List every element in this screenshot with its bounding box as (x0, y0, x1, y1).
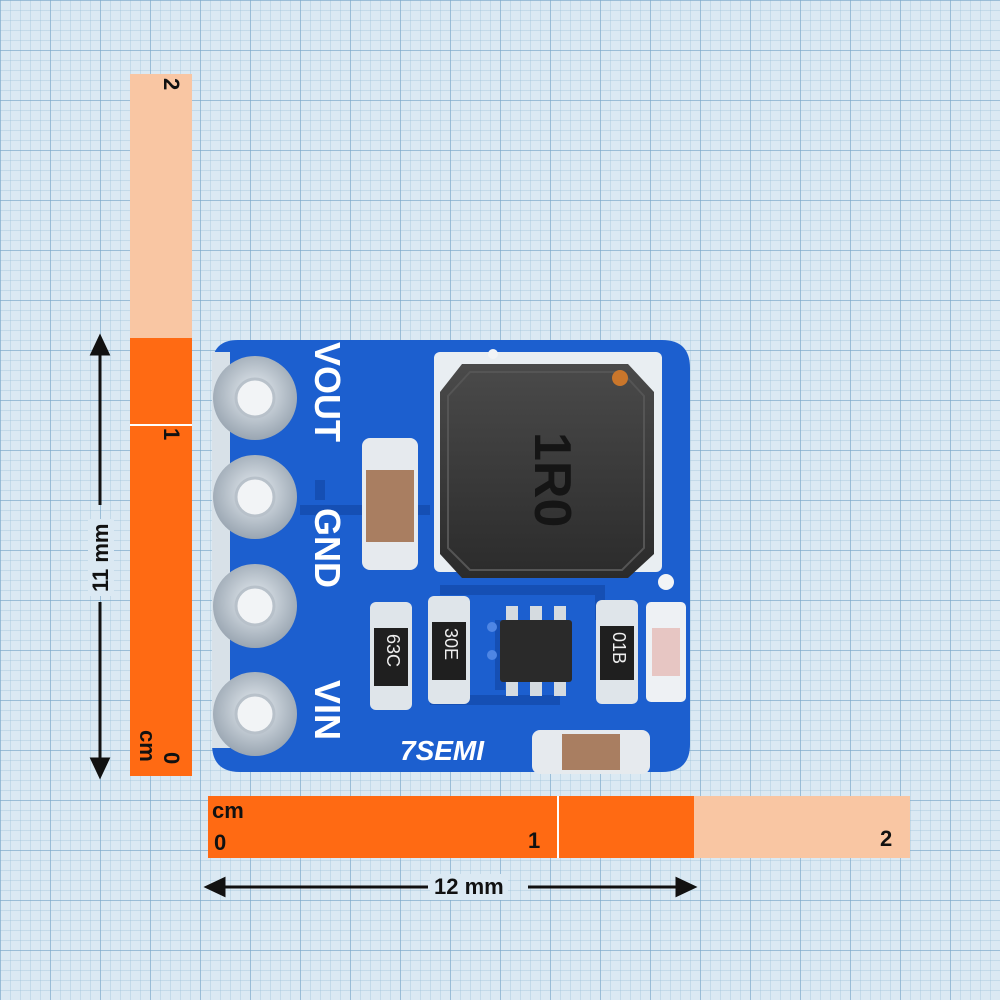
logo-text: SEMI (415, 735, 485, 766)
inductor (434, 352, 662, 578)
capacitor-c1 (362, 438, 418, 570)
resistor-r2 (428, 596, 470, 704)
width-dimension-label: 12 mm (430, 874, 508, 900)
vertical-ruler (130, 74, 192, 776)
horizontal-ruler-light-segment (694, 796, 910, 858)
vertical-ruler-light-segment (130, 74, 192, 338)
capacitor-c2 (532, 730, 650, 774)
logo-mark: 7 (400, 735, 416, 766)
resistor-r3 (596, 600, 638, 704)
through-hole-pads (212, 352, 297, 756)
regulator-ic (500, 606, 572, 696)
horizontal-ruler (208, 796, 910, 858)
pin-label-vin: VIN (307, 680, 348, 741)
horizontal-ruler-divider (557, 796, 559, 858)
resistor-r1 (370, 602, 412, 710)
vertical-ruler-dark-segment (130, 338, 192, 776)
resistor-marking-r1: 63C (383, 634, 403, 668)
horizontal-ruler-tick-0: 0 (214, 830, 227, 855)
horizontal-ruler-tick-1: 1 (528, 828, 541, 853)
vertical-ruler-divider (130, 424, 192, 426)
horizontal-ruler-tick-2: 2 (880, 826, 893, 851)
resistor-marking-r2: 30E (441, 628, 461, 661)
brand-logo: 7SEMI (400, 735, 484, 767)
resistor-marking-r3: 01B (609, 632, 629, 665)
horizontal-ruler-unit: cm (212, 798, 244, 823)
inductor-marking: 1R0 (523, 432, 581, 528)
pin-label-gnd: GND (307, 508, 348, 588)
pin-label-vout: VOUT (307, 342, 348, 443)
horizontal-ruler-dark-segment (208, 796, 694, 858)
led (646, 602, 686, 702)
